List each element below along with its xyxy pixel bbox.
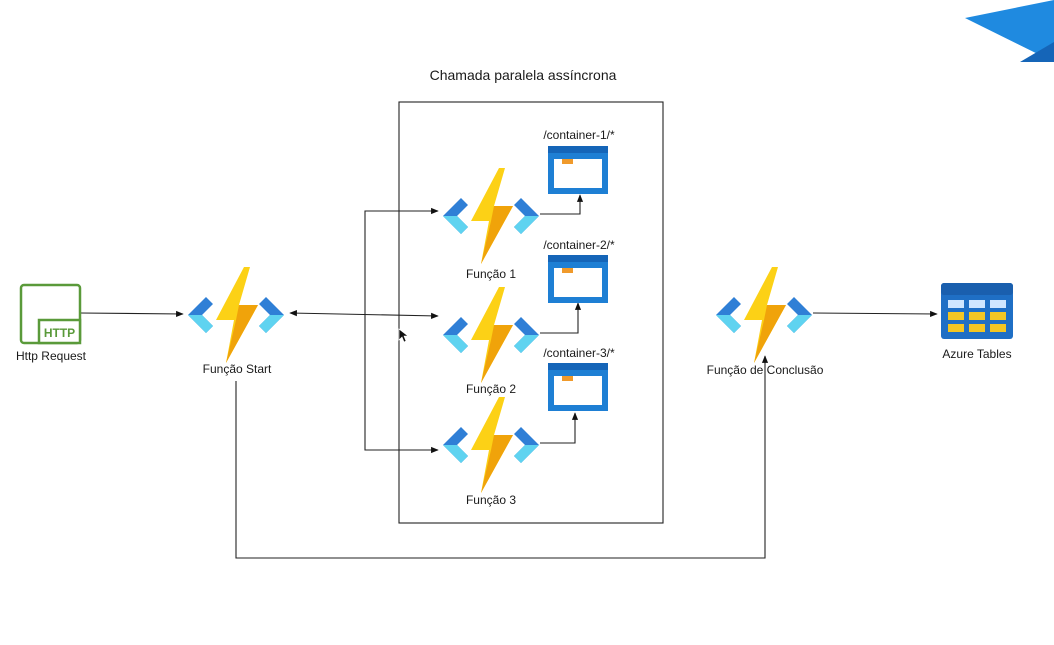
funcao-2-label: Função 2: [466, 382, 516, 396]
edge-conclusao-to-tables: [812, 310, 938, 318]
edge-start-to-func1: [364, 207, 439, 313]
edge-start-to-func3: [364, 313, 439, 454]
edge-func3-to-container3: [540, 412, 579, 444]
node-container-1: /container-1/*: [543, 128, 615, 194]
azure-tables-label: Azure Tables: [942, 347, 1011, 361]
corner-decoration-icon: [965, 0, 1054, 62]
node-container-2: /container-2/*: [543, 238, 615, 303]
group-title: Chamada paralela assíncrona: [430, 67, 617, 83]
blob-container-icon: [548, 255, 608, 303]
azure-tables-icon: [941, 283, 1013, 339]
blob-container-icon: [548, 146, 608, 194]
funcao-conclusao-label: Função de Conclusão: [707, 363, 824, 377]
azure-function-icon: [443, 168, 539, 264]
node-azure-tables: Azure Tables: [941, 283, 1013, 361]
funcao-start-label: Função Start: [203, 362, 272, 376]
node-funcao-3: Função 3: [443, 397, 539, 507]
container-3-label: /container-3/*: [543, 346, 615, 360]
edge-func2-to-container2: [540, 302, 582, 334]
connectors: [79, 194, 938, 559]
node-funcao-1: Função 1: [443, 168, 539, 281]
azure-function-icon: [443, 287, 539, 383]
node-http-request: HTTP Http Request: [16, 283, 87, 363]
parallel-group-box: [398, 101, 664, 524]
container-1-label: /container-1/*: [543, 128, 615, 142]
edge-start-bus: [289, 310, 439, 319]
http-badge-text: HTTP: [44, 326, 75, 340]
node-container-3: /container-3/*: [543, 346, 615, 411]
edge-start-to-conclusao: [235, 355, 769, 559]
edge-func1-to-container1: [540, 194, 584, 215]
node-funcao-2: Função 2: [443, 287, 539, 396]
mouse-cursor-icon: [398, 328, 409, 343]
azure-function-icon: [188, 267, 284, 363]
azure-function-icon: [716, 267, 812, 363]
http-trigger-icon: HTTP: [19, 283, 82, 345]
funcao-1-label: Função 1: [466, 267, 516, 281]
node-funcao-conclusao: Função de Conclusão: [707, 267, 824, 377]
http-request-label: Http Request: [16, 349, 87, 363]
blob-container-icon: [548, 363, 608, 411]
edge-http-to-start: [79, 310, 184, 318]
funcao-3-label: Função 3: [466, 493, 516, 507]
node-funcao-start: Função Start: [188, 267, 284, 376]
azure-function-icon: [443, 397, 539, 493]
container-2-label: /container-2/*: [543, 238, 615, 252]
